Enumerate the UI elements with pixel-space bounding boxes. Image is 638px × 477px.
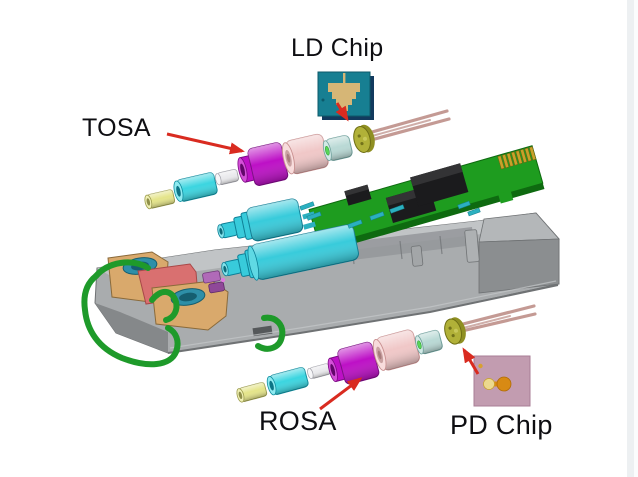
pd-chip-label: PD Chip bbox=[450, 410, 553, 440]
barrel-upper bbox=[217, 198, 304, 242]
rosa-to-header bbox=[444, 317, 466, 345]
rosa-lens-cap bbox=[415, 329, 443, 355]
barrel-lower bbox=[221, 224, 359, 281]
rosa-arrow bbox=[319, 377, 363, 411]
latch-cam-part bbox=[202, 270, 226, 294]
rosa-exploded-row bbox=[236, 304, 537, 403]
pd-chip-arrow bbox=[462, 347, 480, 375]
pcb-assembly bbox=[302, 145, 545, 253]
ld-chip-label: LD Chip bbox=[291, 34, 384, 62]
ld-chip-arrow bbox=[335, 102, 349, 122]
tosa-lens-cap bbox=[322, 135, 353, 162]
ld-chip-image bbox=[317, 71, 374, 120]
rosa-sleeve-pink bbox=[372, 329, 420, 371]
tosa-sleeve-pink bbox=[281, 133, 329, 175]
tosa-barrel-purple bbox=[237, 142, 289, 186]
annotation-arrows bbox=[166, 102, 480, 411]
pd-chip-image bbox=[473, 355, 531, 407]
bail-latch-wire bbox=[81, 259, 286, 368]
gold-edge-fingers bbox=[497, 146, 537, 170]
tosa-label: TOSA bbox=[82, 114, 151, 142]
feedthrough-pins bbox=[299, 200, 481, 229]
tosa-arrow bbox=[166, 132, 245, 155]
rosa-barrel-purple bbox=[327, 341, 380, 385]
tosa-header-pins bbox=[369, 109, 451, 142]
tosa-ferrule-yellow bbox=[144, 189, 176, 210]
rosa-label: ROSA bbox=[259, 406, 337, 436]
ic-chips bbox=[344, 163, 469, 224]
page-edge-margin bbox=[634, 0, 638, 477]
page-edge-band bbox=[627, 0, 634, 477]
rosa-spacer-white bbox=[307, 363, 331, 380]
rosa-header-pins bbox=[460, 304, 537, 333]
rosa-sleeve-cyan bbox=[266, 367, 309, 396]
tosa-to-header bbox=[353, 124, 375, 153]
lens-barrels bbox=[217, 198, 481, 281]
rosa-ferrule-yellow bbox=[236, 382, 268, 403]
tosa-spacer-white bbox=[215, 169, 239, 186]
tosa-exploded-row bbox=[144, 109, 451, 210]
tosa-sleeve-cyan bbox=[173, 172, 218, 202]
